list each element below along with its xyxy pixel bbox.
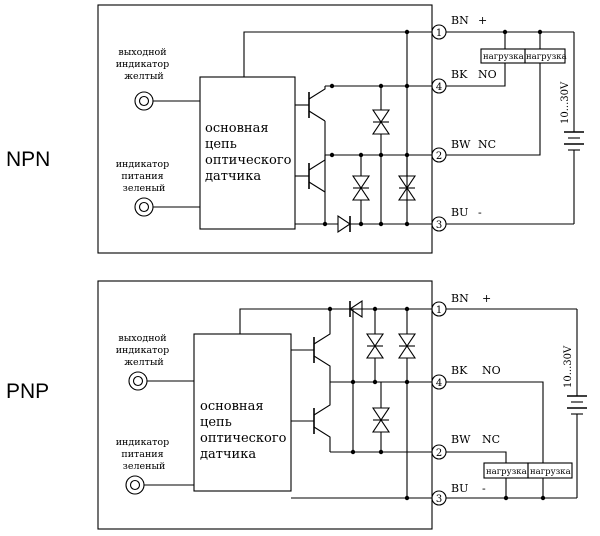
- npn-terminal-bk-num: 4: [436, 82, 442, 93]
- npn-output-indicator: выходной индикатор желтый: [116, 47, 200, 111]
- pnp-out-ind-line1: выходной: [118, 333, 166, 344]
- pnp-load-b-label: нагрузка: [530, 467, 571, 477]
- pnp-terminal-bn-num: 1: [436, 305, 442, 316]
- npn-terminal-bu-code: BU: [451, 206, 468, 219]
- svg-text:основная цепь опти: основная цепь оптического датчика: [205, 121, 296, 184]
- npn-circuit-line1: основная: [205, 121, 269, 136]
- npn-terminal-bk-sign: NO: [478, 68, 497, 81]
- svg-text:основная цепь опти: основная цепь оптического датчика: [200, 399, 291, 462]
- npn-circuit-line4: датчика: [205, 169, 261, 184]
- npn-output-led-icon: [134, 91, 154, 111]
- pnp-terminal-bu-num: 3: [436, 494, 442, 505]
- pnp-terminal-bw-num: 2: [436, 448, 442, 459]
- pnp-terminal-bw-code: BW: [451, 433, 471, 446]
- npn-wiring: нагрузка нагрузка 10...30V: [243, 29, 584, 234]
- npn-title: NPN: [6, 148, 50, 171]
- npn-terminal-bw-code: BW: [451, 138, 471, 151]
- svg-text:индикатор питания: индикатор питания зеленый: [116, 159, 173, 194]
- pnp-terminal-bn-code: BN: [451, 292, 469, 305]
- npn-out-ind-line2: индикатор: [116, 59, 170, 70]
- pnp-terminal-bu-code: BU: [451, 482, 468, 495]
- pnp-terminal-bk: 4 BK NO: [431, 364, 501, 390]
- npn-out-ind-line3: желтый: [124, 71, 164, 82]
- pnp-terminal-bn-sign: +: [482, 292, 491, 305]
- npn-terminal-bk: 4 BK NO: [431, 68, 497, 94]
- npn-terminal-bk-code: BK: [451, 68, 468, 81]
- npn-out-ind-line1: выходной: [118, 47, 166, 58]
- pnp-terminal-bn: 1 BN +: [431, 292, 491, 317]
- pnp-pwr-ind-line3: зеленый: [123, 461, 166, 472]
- npn-circuit-line2: цепь: [205, 137, 237, 152]
- pnp-out-ind-line3: желтый: [124, 357, 164, 368]
- npn-pwr-ind-line1: индикатор: [116, 159, 170, 170]
- npn-terminal-bu-sign: -: [478, 206, 482, 219]
- pnp-pwr-ind-line2: питания: [121, 449, 163, 460]
- pnp-terminal-bk-code: BK: [451, 364, 468, 377]
- pnp-terminal-bk-num: 4: [436, 378, 442, 389]
- pnp-main-circuit-block: [193, 333, 292, 492]
- pnp-circuit-line2: цепь: [200, 415, 232, 430]
- npn-supply-label: 10...30V: [560, 81, 571, 124]
- pnp-terminal-bu-sign: -: [482, 482, 486, 495]
- pnp-diagram: PNP выходной индикатор желтый индикатор …: [6, 280, 587, 530]
- pnp-terminal-bw-sign: NC: [482, 433, 500, 446]
- pnp-output-led-icon: [128, 371, 148, 391]
- npn-load-b-label: нагрузка: [526, 52, 567, 62]
- pnp-supply-label: 10...30V: [563, 345, 574, 388]
- npn-terminal-bw-num: 2: [436, 151, 442, 162]
- pnp-output-indicator: выходной индикатор желтый: [116, 333, 194, 391]
- npn-main-circuit-block: [199, 76, 296, 230]
- npn-load-a-label: нагрузка: [483, 52, 524, 62]
- npn-load-b: [524, 48, 566, 64]
- npn-terminal-bu: 3 BU -: [431, 206, 482, 232]
- svg-text:выходной индикатор: выходной индикатор желтый: [116, 47, 173, 82]
- svg-text:выходной индикатор: выходной индикатор желтый: [116, 333, 173, 368]
- npn-circuit-line3: оптического: [205, 153, 292, 168]
- npn-terminal-bw-sign: NC: [478, 138, 496, 151]
- pnp-circuit-line1: основная: [200, 399, 264, 414]
- npn-diagram: NPN выходной индикатор желтый индикатор …: [6, 4, 584, 254]
- npn-terminal-bn-code: BN: [451, 14, 469, 27]
- pnp-sensor-housing: [97, 280, 433, 530]
- pnp-load-b: [527, 462, 573, 479]
- pnp-load-a-label: нагрузка: [486, 467, 527, 477]
- npn-power-led-icon: [134, 197, 154, 217]
- npn-terminal-bn-num: 1: [436, 28, 442, 39]
- npn-sensor-housing: [97, 4, 433, 254]
- pnp-terminal-bk-sign: NO: [482, 364, 501, 377]
- pnp-power-indicator: индикатор питания зеленый: [116, 437, 194, 495]
- npn-pwr-ind-line2: питания: [121, 171, 163, 182]
- pnp-circuit-line3: оптического: [200, 431, 287, 446]
- svg-text:индикатор питания: индикатор питания зеленый: [116, 437, 173, 472]
- pnp-terminal-bw: 2 BW NC: [431, 433, 500, 460]
- pnp-pwr-ind-line1: индикатор: [116, 437, 170, 448]
- pnp-title: PNP: [6, 380, 49, 403]
- pnp-terminal-bu: 3 BU -: [431, 482, 486, 506]
- npn-terminal-bn-sign: +: [478, 14, 487, 27]
- npn-pwr-ind-line3: зеленый: [123, 183, 166, 194]
- npn-terminal-bw: 2 BW NC: [431, 138, 496, 163]
- pnp-circuit-line4: датчика: [200, 447, 256, 462]
- pnp-power-led-icon: [125, 475, 145, 495]
- pnp-out-ind-line2: индикатор: [116, 345, 170, 356]
- npn-power-indicator: индикатор питания зеленый: [116, 159, 200, 217]
- pnp-wiring: 10...30V нагрузка нагрузка: [239, 299, 587, 501]
- npn-terminal-bu-num: 3: [436, 220, 442, 231]
- npn-terminal-bn: 1 BN +: [431, 14, 487, 40]
